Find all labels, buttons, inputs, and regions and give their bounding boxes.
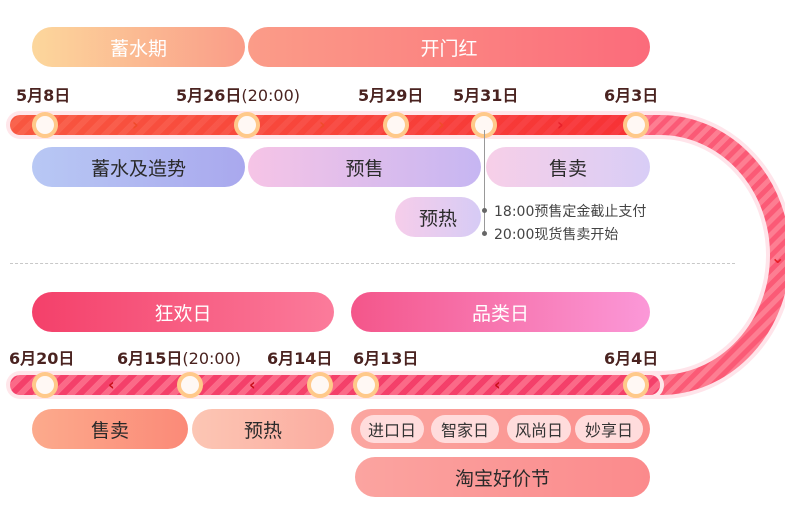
bullet-dot — [482, 231, 487, 236]
date-jun-14: 6月14日 — [267, 349, 333, 368]
date-may-8: 5月8日 — [16, 86, 71, 105]
phase-pinleiri: 品类日 — [351, 292, 650, 332]
category-day-import: 进口日 — [360, 415, 424, 443]
node-jun-13 — [353, 372, 379, 398]
stage-presale: 预售 — [248, 147, 481, 187]
node-jun-20 — [32, 372, 58, 398]
date-jun-20: 6月20日 — [9, 349, 75, 368]
category-day-enjoy: 妙享日 — [575, 415, 643, 443]
arrow-right-icon: › — [132, 115, 139, 134]
stage-sale: 售卖 — [486, 147, 650, 187]
timeline-track-bottom — [10, 375, 660, 395]
node-jun-14 — [307, 372, 333, 398]
node-may-26 — [234, 112, 260, 138]
date-jun-3: 6月3日 — [604, 86, 659, 105]
node-may-8 — [32, 112, 58, 138]
divider-vertical — [484, 130, 485, 235]
stage-warmup-bottom: 预热 — [192, 409, 334, 449]
note-spot-sale-start: 20:00现货售卖开始 — [494, 227, 619, 243]
festival-taobao-good-price: 淘宝好价节 — [355, 457, 650, 497]
date-may-31: 5月31日 — [453, 86, 519, 105]
bullet-dot — [482, 208, 487, 213]
date-may-26: 5月26日(20:00) — [176, 86, 300, 105]
phase-xushuiqi: 蓄水期 — [32, 27, 245, 67]
timeline-curve — [630, 111, 785, 399]
arrow-right-icon: › — [438, 115, 445, 134]
stage-build-up: 蓄水及造势 — [32, 147, 245, 187]
arrow-right-icon: › — [557, 115, 564, 134]
timeline-track-top — [10, 115, 660, 135]
date-may-29: 5月29日 — [358, 86, 424, 105]
phase-kaimenhong: 开门红 — [248, 27, 650, 67]
arrow-left-icon: ‹ — [249, 375, 256, 394]
category-day-fashion: 风尚日 — [507, 415, 571, 443]
date-jun-4: 6月4日 — [604, 349, 659, 368]
arrow-right-icon: › — [319, 115, 326, 134]
node-may-29 — [383, 112, 409, 138]
arrow-left-icon: ‹ — [494, 375, 501, 394]
node-jun-3 — [623, 112, 649, 138]
arrow-down-icon: ⌄ — [771, 248, 785, 267]
date-jun-13: 6月13日 — [353, 349, 419, 368]
node-jun-4 — [623, 372, 649, 398]
stage-warmup: 预热 — [395, 197, 481, 237]
phase-kuanghuanri: 狂欢日 — [32, 292, 334, 332]
node-jun-15 — [177, 372, 203, 398]
date-jun-15: 6月15日(20:00) — [117, 349, 241, 368]
note-deposit-deadline: 18:00预售定金截止支付 — [494, 204, 647, 220]
category-day-smart-home: 智家日 — [431, 415, 499, 443]
stage-sale-bottom: 售卖 — [32, 409, 188, 449]
arrow-left-icon: ‹ — [108, 375, 115, 394]
section-divider — [10, 263, 735, 264]
